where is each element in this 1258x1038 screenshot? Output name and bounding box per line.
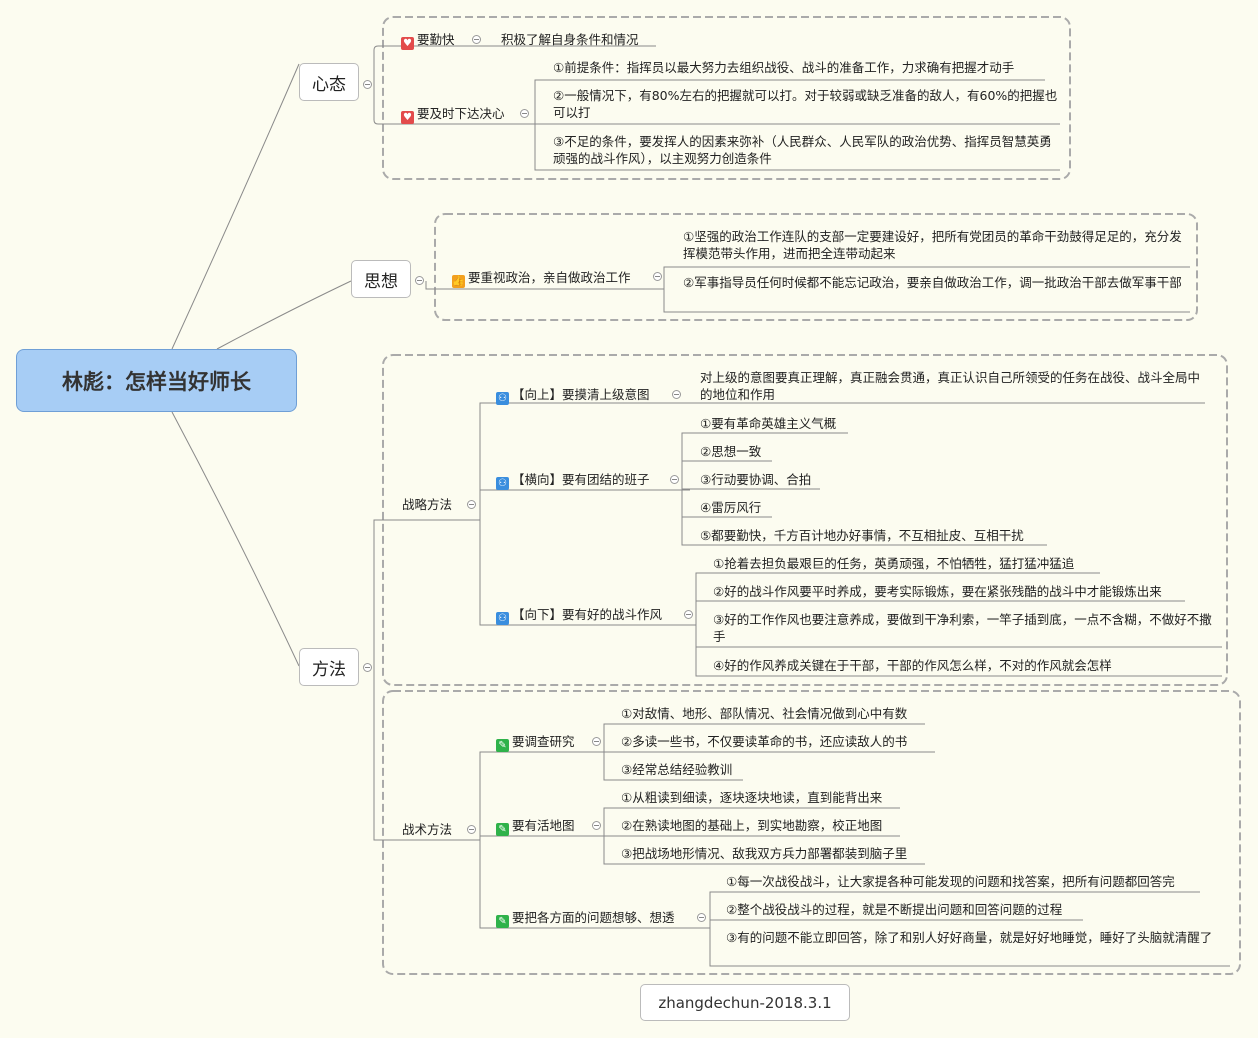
side-item-2[interactable]: ②思想一致 <box>700 444 762 459</box>
collapse-toggle-method[interactable] <box>363 663 372 672</box>
down-item-3[interactable]: ③好的工作作风也要注意养成，要做到干净利索，一竿子插到底，一点不含糊，不做好不撒… <box>713 612 1212 644</box>
heart-icon: ♥ <box>401 111 414 124</box>
pencil-icon: ✎ <box>496 915 509 928</box>
topic-down-label: 【向下】要有好的战斗作风 <box>512 607 663 622</box>
author-footer[interactable]: zhangdechun-2018.3.1 <box>640 984 850 1021</box>
topic-side[interactable]: ⚇【横向】要有团结的班子 <box>496 471 650 490</box>
collapse-toggle-problems[interactable] <box>697 913 706 922</box>
collapse-toggle-research[interactable] <box>592 737 601 746</box>
politics-item-1[interactable]: ①坚强的政治工作连队的支部一定要建设好，把所有党团员的革命干劲鼓得足足的，充分发… <box>683 229 1182 261</box>
topic-map-label: 要有活地图 <box>512 818 575 833</box>
problems-item-1[interactable]: ①每一次战役战斗，让大家提各种可能发现的问题和找答案，把所有问题都回答完 <box>726 874 1175 889</box>
topic-strategy[interactable]: 战略方法 <box>402 497 453 512</box>
topic-mindset[interactable]: 心态 <box>299 63 359 101</box>
boundary-tactics <box>382 690 1241 975</box>
collapse-toggle-side[interactable] <box>670 475 679 484</box>
topic-research[interactable]: ✎要调查研究 <box>496 733 575 752</box>
down-item-4[interactable]: ④好的作风养成关键在于干部，干部的作风怎么样，不对的作风就会怎样 <box>713 658 1112 673</box>
topic-problems[interactable]: ✎要把各方面的问题想够、想透 <box>496 909 675 928</box>
decisive-item-2[interactable]: ②一般情况下，有80%左右的把握就可以打。对于较弱或缺乏准备的敌人，有60%的把… <box>553 88 1058 120</box>
pencil-icon: ✎ <box>496 739 509 752</box>
root-topic[interactable]: 林彪：怎样当好师长 <box>16 349 297 412</box>
collapse-toggle-decisive[interactable] <box>520 109 529 118</box>
heart-icon: ♥ <box>401 37 414 50</box>
research-item-2[interactable]: ②多读一些书，不仅要读革命的书，还应读敌人的书 <box>621 734 908 749</box>
topic-tactics[interactable]: 战术方法 <box>402 822 453 837</box>
topic-side-label: 【横向】要有团结的班子 <box>512 472 650 487</box>
decisive-item-3[interactable]: ③不足的条件，要发挥人的因素来弥补（人民群众、人民军队的政治优势、指挥员智慧英勇… <box>553 134 1052 166</box>
collapse-toggle-down[interactable] <box>684 610 693 619</box>
collapse-toggle-strategy[interactable] <box>467 500 476 509</box>
problems-item-3[interactable]: ③有的问题不能立即回答，除了和别人好好商量，就是好好地睡觉，睡好了头脑就清醒了 <box>726 930 1213 945</box>
pencil-icon: ✎ <box>496 823 509 836</box>
collapse-toggle-up[interactable] <box>672 390 681 399</box>
side-item-4[interactable]: ④雷厉风行 <box>700 500 762 515</box>
person-icon: ⚇ <box>496 612 509 625</box>
boundary-thought <box>434 213 1198 321</box>
topic-decisive[interactable]: ♥要及时下达决心 <box>401 105 505 124</box>
topic-problems-label: 要把各方面的问题想够、想透 <box>512 910 675 925</box>
map-item-2[interactable]: ②在熟读地图的基础上，到实地勘察，校正地图 <box>621 818 883 833</box>
collapse-toggle-tactics[interactable] <box>467 825 476 834</box>
down-item-2[interactable]: ②好的战斗作风要平时养成，要考实际锻炼，要在紧张残酷的战斗中才能锻炼出来 <box>713 584 1162 599</box>
topic-diligent[interactable]: ♥要勤快 <box>401 31 455 50</box>
collapse-toggle-mindset[interactable] <box>363 80 372 89</box>
topic-diligent-label: 要勤快 <box>417 32 455 47</box>
topic-method[interactable]: 方法 <box>299 648 359 686</box>
topic-down[interactable]: ⚇【向下】要有好的战斗作风 <box>496 606 662 625</box>
down-item-1[interactable]: ①抢着去担负最艰巨的任务，英勇顽强，不怕牺牲，猛打猛冲猛追 <box>713 556 1075 571</box>
research-item-3[interactable]: ③经常总结经验教训 <box>621 762 733 777</box>
collapse-toggle-politics[interactable] <box>653 272 662 281</box>
topic-map[interactable]: ✎要有活地图 <box>496 817 575 836</box>
topic-politics-label: 要重视政治，亲自做政治工作 <box>468 270 631 285</box>
topic-decisive-label: 要及时下达决心 <box>417 106 505 121</box>
topic-politics[interactable]: 👍要重视政治，亲自做政治工作 <box>452 269 631 288</box>
topic-up-label: 【向上】要摸清上级意图 <box>512 387 650 402</box>
map-item-1[interactable]: ①从粗读到细读，逐块逐块地读，直到能背出来 <box>621 790 883 805</box>
research-item-1[interactable]: ①对敌情、地形、部队情况、社会情况做到心中有数 <box>621 706 908 721</box>
topic-research-label: 要调查研究 <box>512 734 575 749</box>
topic-thought[interactable]: 思想 <box>351 260 411 298</box>
politics-item-2[interactable]: ②军事指导员任何时候都不能忘记政治，要亲自做政治工作，调一批政治干部去做军事干部 <box>683 275 1182 290</box>
collapse-toggle-thought[interactable] <box>415 276 424 285</box>
topic-up[interactable]: ⚇【向上】要摸清上级意图 <box>496 386 650 405</box>
thumbs-up-icon: 👍 <box>452 275 465 288</box>
side-item-5[interactable]: ⑤都要勤快，千方百计地办好事情，不互相扯皮、互相干扰 <box>700 528 1024 543</box>
side-item-3[interactable]: ③行动要协调、合拍 <box>700 472 812 487</box>
problems-item-2[interactable]: ②整个战役战斗的过程，就是不断提出问题和回答问题的过程 <box>726 902 1063 917</box>
collapse-toggle-diligent[interactable] <box>472 35 481 44</box>
diligent-item[interactable]: 积极了解自身条件和情况 <box>501 32 639 47</box>
map-item-3[interactable]: ③把战场地形情况、敌我双方兵力部署都装到脑子里 <box>621 846 908 861</box>
decisive-item-1[interactable]: ①前提条件：指挥员以最大努力去组织战役、战斗的准备工作，力求确有把握才动手 <box>553 60 1015 75</box>
collapse-toggle-map[interactable] <box>592 821 601 830</box>
side-item-1[interactable]: ①要有革命英雄主义气概 <box>700 416 837 431</box>
up-item[interactable]: 对上级的意图要真正理解，真正融会贯通，真正认识自己所领受的任务在战役、战斗全局中… <box>700 370 1201 402</box>
person-icon: ⚇ <box>496 392 509 405</box>
person-icon: ⚇ <box>496 477 509 490</box>
boundary-strategy <box>382 354 1228 686</box>
